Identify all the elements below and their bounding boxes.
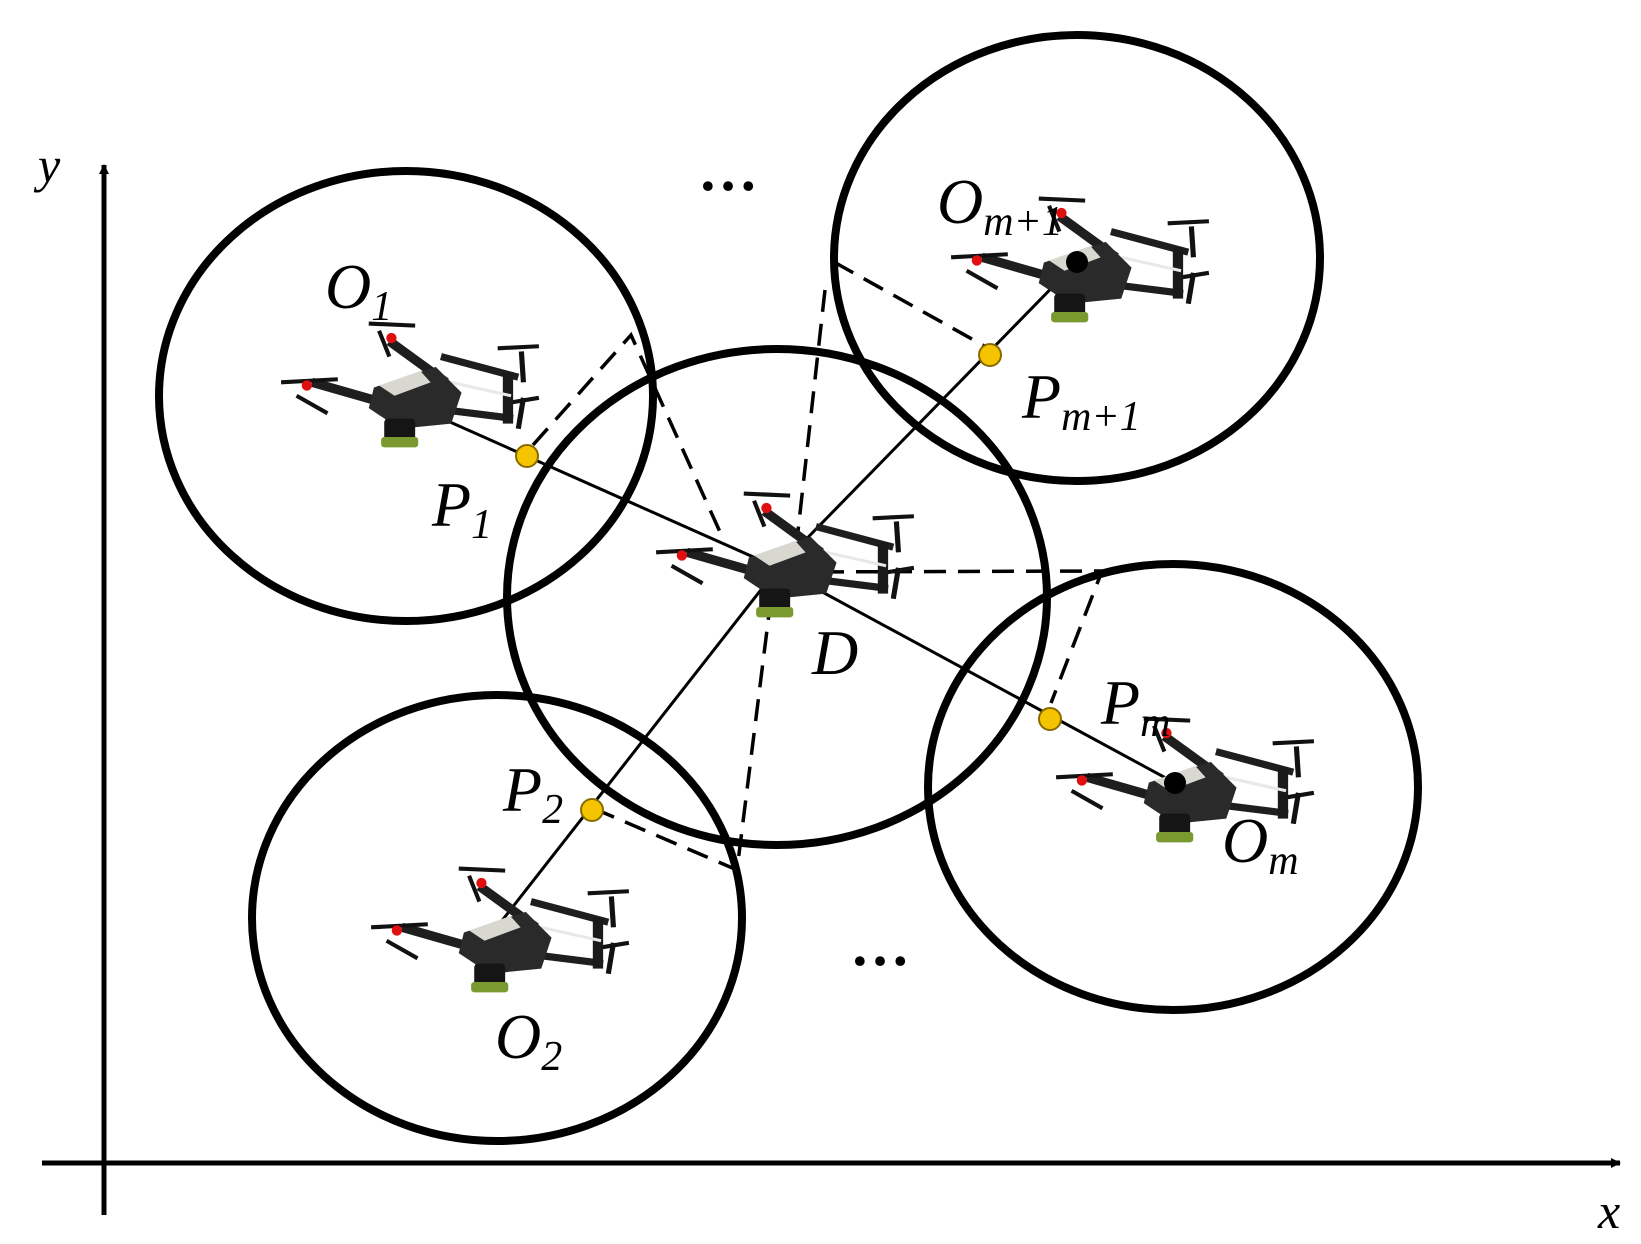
- label-pm1: Pm+1: [1021, 361, 1141, 440]
- circle-o1: [155, 167, 657, 625]
- center-om: [1164, 772, 1186, 794]
- labels: O1 Om+1 Pm+1 P1 D Pm Om P2 O2: [325, 166, 1299, 1080]
- tangent-o1: [531, 331, 722, 533]
- center-om1: [1066, 251, 1088, 273]
- boundary-points: [515, 343, 1062, 822]
- line-d-om: [777, 566, 1176, 785]
- drone-icon: [281, 324, 539, 448]
- label-om: Om: [1222, 805, 1299, 884]
- drones: [281, 199, 1314, 993]
- ellipsis-bottom: …: [850, 912, 914, 978]
- label-o1: O1: [325, 251, 392, 330]
- label-om1: Om+1: [937, 166, 1063, 245]
- line-d-om1: [776, 260, 1079, 570]
- circle-om: [924, 560, 1422, 1014]
- point-pm: [1038, 707, 1062, 731]
- y-axis-label: y: [33, 137, 61, 193]
- point-pm1: [978, 343, 1002, 367]
- axes: y x: [33, 137, 1621, 1239]
- point-p2: [580, 798, 604, 822]
- circle-o2: [248, 691, 746, 1145]
- line-o1-d: [404, 400, 779, 570]
- label-p2: P2: [502, 754, 563, 833]
- label-o2: O2: [495, 1001, 562, 1080]
- label-d: D: [811, 617, 858, 688]
- label-pm: Pm: [1100, 667, 1170, 746]
- tangent-om1: [796, 260, 989, 532]
- center-points: [1066, 251, 1186, 794]
- connection-lines: [404, 260, 1176, 928]
- coverage-circles: [155, 31, 1422, 1145]
- line-d-o2: [495, 567, 780, 928]
- circle-om1: [830, 31, 1324, 485]
- drone-icon: [656, 494, 914, 618]
- drone-icon: [371, 869, 629, 993]
- point-p1: [515, 444, 539, 468]
- label-p1: P1: [431, 469, 492, 548]
- x-axis-label: x: [1597, 1183, 1620, 1239]
- ellipsis-top: …: [698, 137, 762, 203]
